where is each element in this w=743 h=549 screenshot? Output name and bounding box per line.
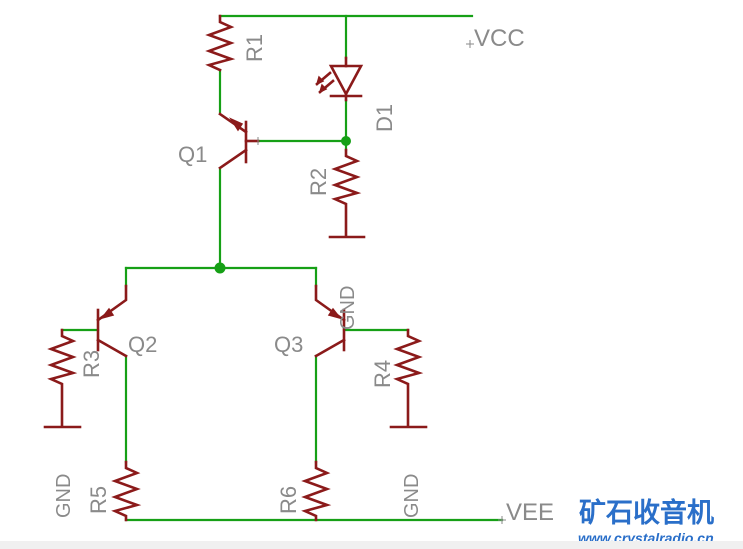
label-d1: D1 xyxy=(372,104,397,132)
resistor-r3[interactable] xyxy=(47,328,78,428)
transistor-q3[interactable] xyxy=(314,284,346,358)
watermark-brand: 矿石收音机 xyxy=(579,497,714,529)
resistor-r1[interactable] xyxy=(205,14,236,72)
resistor-r6[interactable] xyxy=(301,460,332,522)
label-r2: R2 xyxy=(306,168,331,196)
transistor-q2[interactable] xyxy=(96,284,128,358)
net-label-vcc: VCC xyxy=(474,25,525,52)
label-r4: R4 xyxy=(370,360,395,388)
junction-q1-base xyxy=(341,136,351,146)
resistor-r4[interactable] xyxy=(393,328,424,428)
label-gnd-q3: GND xyxy=(337,286,359,330)
label-gnd-right: GND xyxy=(401,474,423,518)
resistor-r2[interactable] xyxy=(331,148,362,238)
label-r3: R3 xyxy=(79,350,104,378)
wires xyxy=(60,14,504,522)
led-d1[interactable] xyxy=(315,56,364,102)
transistor-q1[interactable] xyxy=(218,112,260,170)
vcc-pin-marker xyxy=(466,40,474,48)
junction-tail xyxy=(214,262,226,274)
vee-pin-marker xyxy=(498,516,506,524)
label-r5: R5 xyxy=(86,486,111,514)
label-q2: Q2 xyxy=(128,332,157,357)
bottom-band xyxy=(0,541,743,549)
resistor-r5[interactable] xyxy=(111,460,142,522)
label-r1: R1 xyxy=(242,34,267,62)
label-q3: Q3 xyxy=(274,332,303,357)
label-r6: R6 xyxy=(276,486,301,514)
label-q1: Q1 xyxy=(178,142,207,167)
label-gnd-left: GND xyxy=(53,474,75,518)
net-label-vee: VEE xyxy=(506,499,554,526)
